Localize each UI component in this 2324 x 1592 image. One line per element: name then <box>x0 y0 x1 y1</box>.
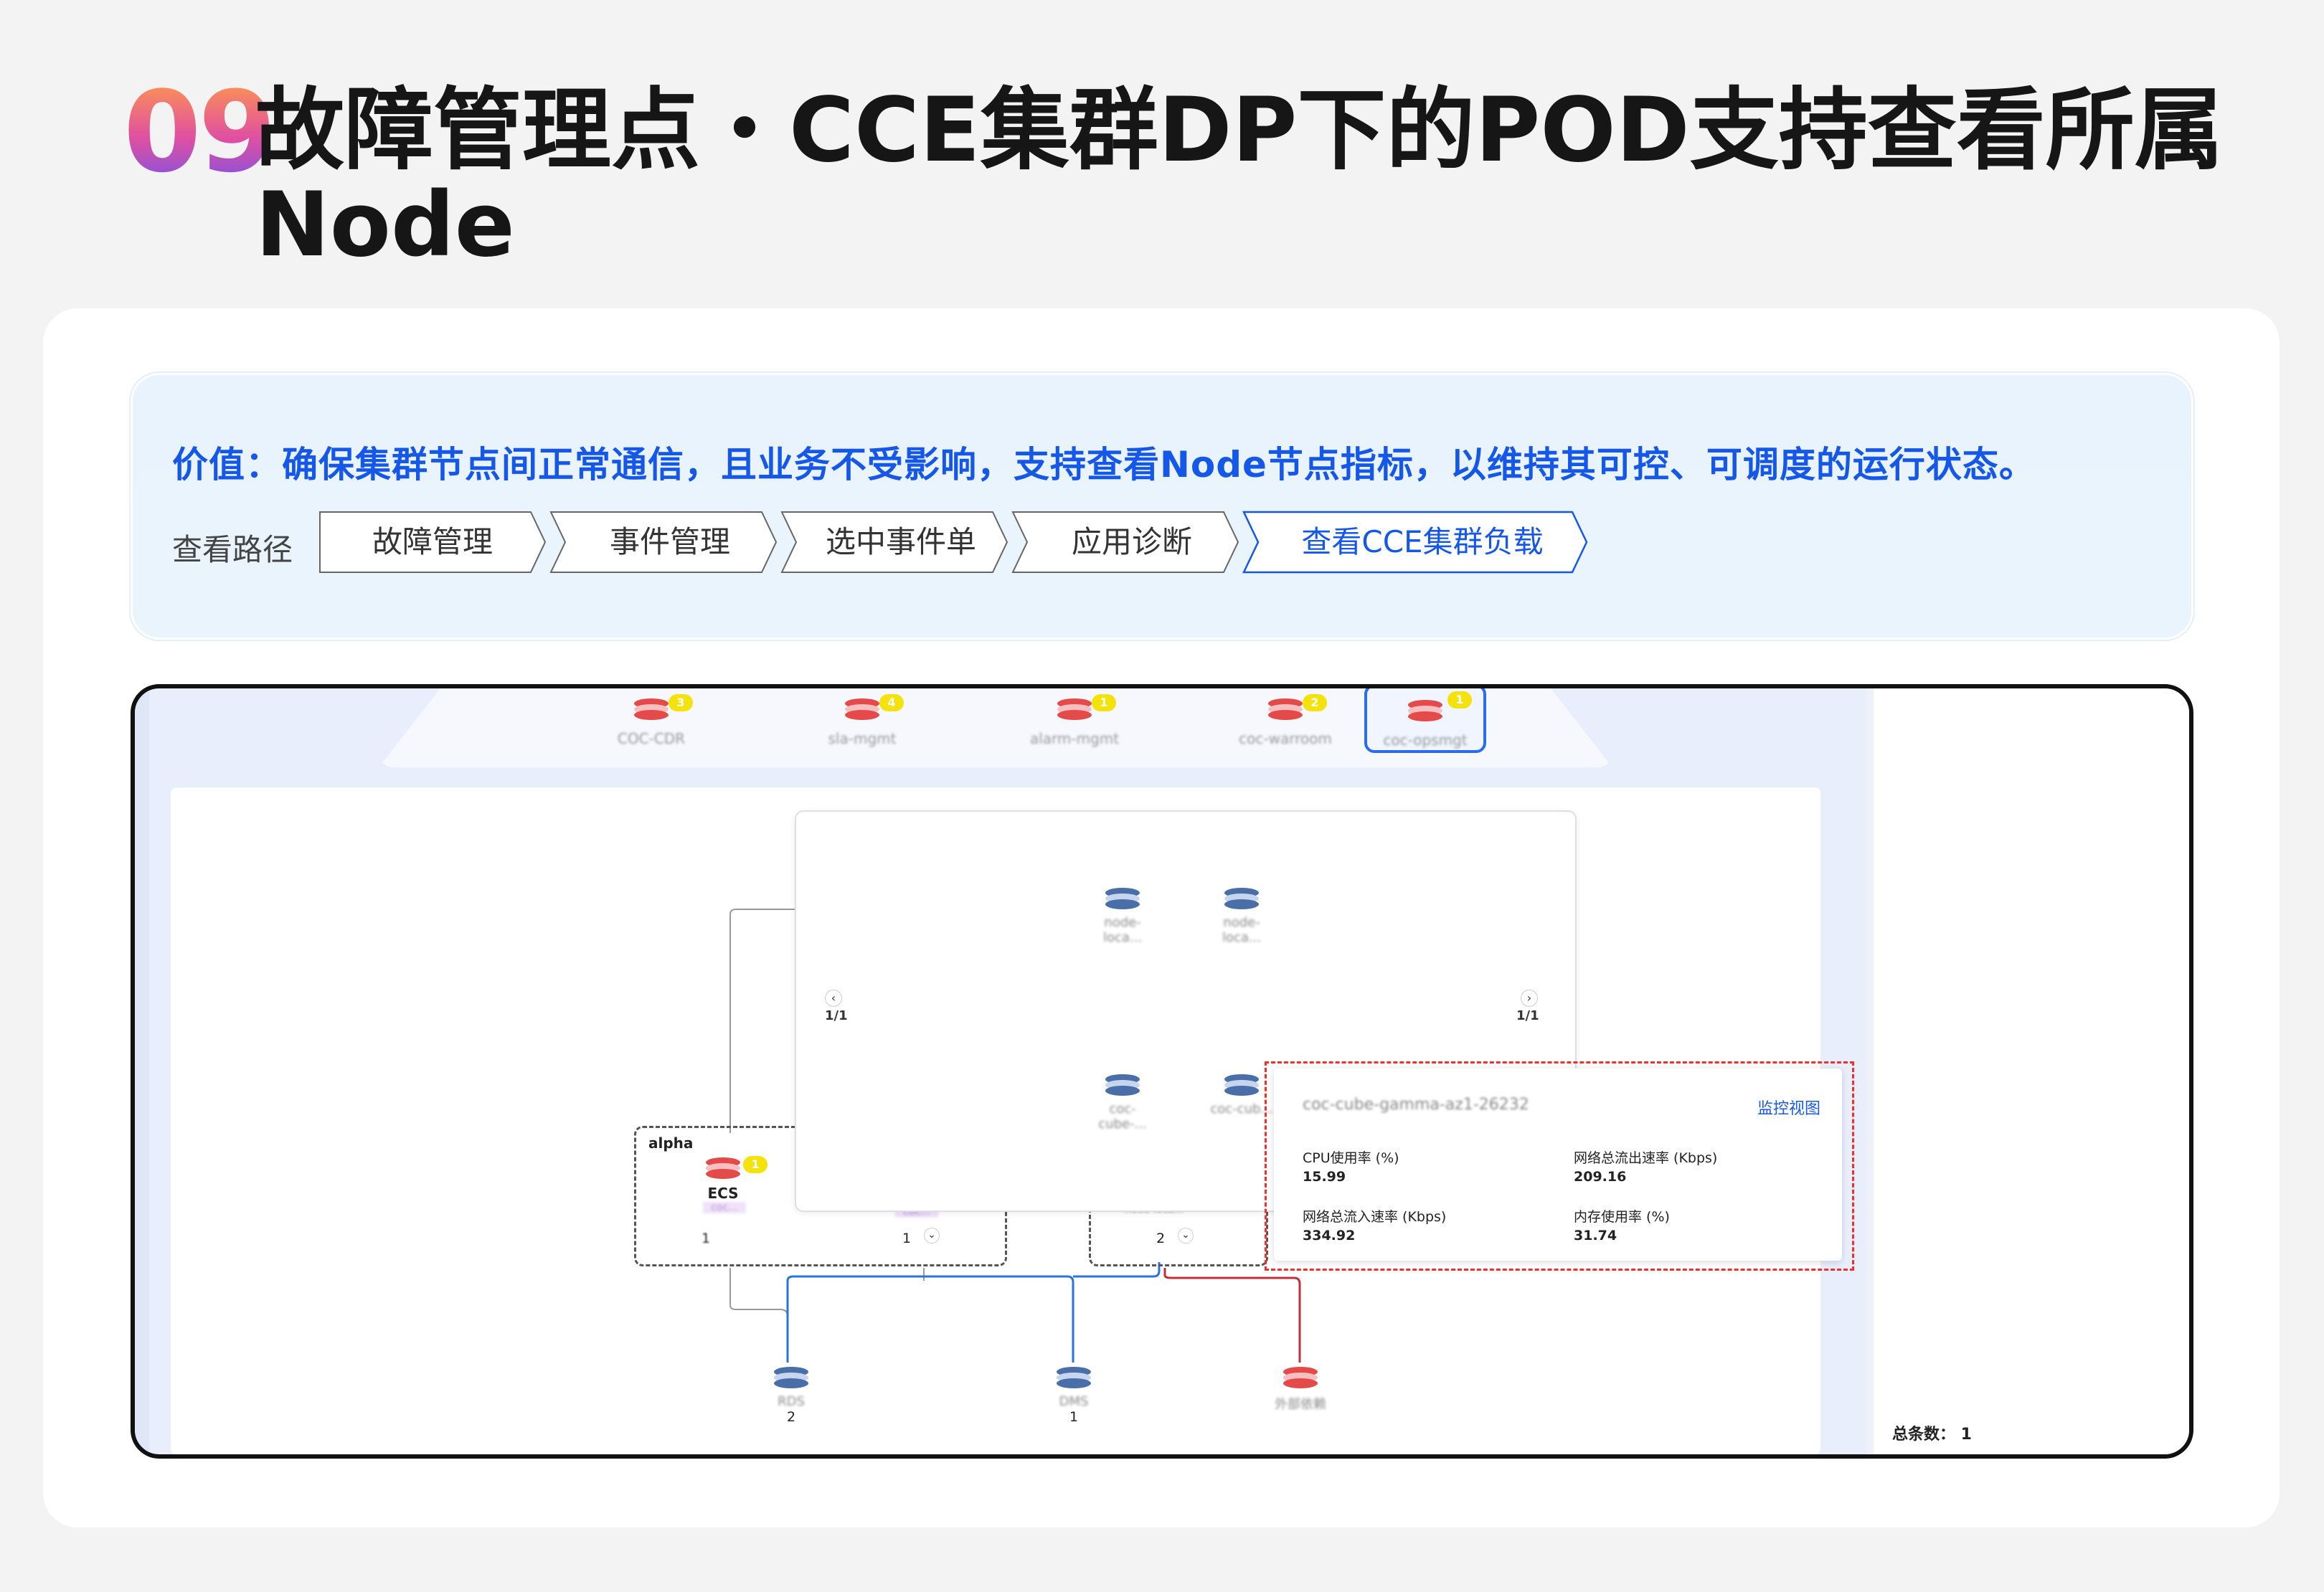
external-dependency-node[interactable]: 外部依赖 <box>1268 1363 1333 1413</box>
detail-pane <box>1866 688 2189 1454</box>
breadcrumb-label: 选中事件单 <box>825 524 976 559</box>
metric-label: 网络总流入速率 (Kbps) <box>1303 1209 1447 1225</box>
server-icon <box>1222 883 1262 912</box>
breadcrumb-shape <box>1011 511 1239 573</box>
database-icon <box>1054 1363 1094 1391</box>
breadcrumb-label: 故障管理 <box>372 524 493 559</box>
node-item[interactable]: node-loca... <box>1090 883 1155 945</box>
chevron-right-icon[interactable]: › <box>1521 990 1538 1007</box>
alert-badge: 1 <box>743 1156 767 1173</box>
count-label: 2 <box>786 1409 796 1425</box>
node-label: node-loca... <box>1102 915 1143 945</box>
metric-label: CPU使用率 (%) <box>1303 1150 1399 1166</box>
highlight-box <box>1265 1061 1854 1271</box>
server-icon <box>1102 1070 1143 1099</box>
service-node[interactable]: 2 coc-warroom <box>1228 694 1343 747</box>
title-line-2: Node <box>255 174 515 277</box>
breadcrumb-item-select-ticket[interactable]: 选中事件单 <box>780 511 1009 574</box>
alert-badge: 1 <box>1092 694 1116 711</box>
path-label: 查看路径 <box>172 532 293 567</box>
service-node-selected[interactable]: 1 coc-opsmgt <box>1364 688 1486 753</box>
breadcrumb-shape <box>780 511 1009 573</box>
breadcrumb-item-app-diagnosis[interactable]: 应用诊断 <box>1011 511 1239 574</box>
count-label: 1 <box>902 1231 912 1246</box>
node-label: node-loca... <box>1222 915 1262 945</box>
service-label: 外部依赖 <box>1275 1397 1326 1412</box>
server-icon <box>1222 1070 1262 1099</box>
alert-badge: 4 <box>879 694 904 711</box>
dms-node[interactable]: DMS 1 <box>1041 1363 1106 1425</box>
left-strip <box>135 688 149 1454</box>
service-label: DMS <box>1059 1394 1089 1409</box>
title-line-1: 故障管理点・CCE集群DP下的POD支持查看所属 <box>255 79 2224 182</box>
breadcrumb-label: 查看CCE集群负载 <box>1301 524 1544 559</box>
breadcrumb-shape <box>319 511 547 573</box>
ecs-label: ECS <box>707 1185 739 1202</box>
alert-badge: 2 <box>1303 694 1327 711</box>
node-item[interactable]: node-loca... <box>1209 883 1274 945</box>
pod-label: coc-cub... <box>1210 1101 1273 1117</box>
pager-left: 1/1 <box>825 1008 848 1023</box>
alert-badge: 1 <box>1447 691 1472 709</box>
breadcrumb-item-event-management[interactable]: 事件管理 <box>549 511 778 574</box>
count-label: 1 <box>1069 1409 1079 1425</box>
metric-label: 网络总流出速率 (Kbps) <box>1574 1150 1718 1166</box>
monitor-view-link[interactable]: 监控视图 <box>1757 1100 1820 1118</box>
server-icon <box>703 1153 743 1182</box>
service-node[interactable]: 3 COC-CDR <box>594 694 709 747</box>
chevron-left-icon[interactable]: ‹ <box>825 990 842 1007</box>
pod-item[interactable]: coc-cub... <box>1209 1070 1274 1117</box>
service-label: coc-opsmgt <box>1383 731 1468 749</box>
breadcrumb-shape <box>1242 511 1588 574</box>
page-title: 故障管理点・CCE集群DP下的POD支持查看所属 Node <box>255 83 2264 273</box>
pod-item[interactable]: coc-cube-... <box>1090 1070 1155 1132</box>
count-label: 1 <box>702 1231 711 1246</box>
rds-node[interactable]: RDS 2 <box>759 1363 823 1425</box>
service-node[interactable]: 4 sla-mgmt <box>805 694 920 747</box>
section-number: 09 <box>123 67 276 197</box>
service-node[interactable]: 1 alarm-mgmt <box>1017 694 1132 747</box>
group-label: alpha <box>648 1134 694 1152</box>
value-panel <box>131 373 2193 640</box>
count-label: 2 <box>1156 1231 1166 1246</box>
metric-value: 334.92 <box>1303 1228 1356 1243</box>
server-icon <box>842 694 882 723</box>
breadcrumb-item-fault-management[interactable]: 故障管理 <box>318 511 547 574</box>
server-icon <box>1405 696 1445 724</box>
server-icon <box>1054 694 1095 723</box>
chevron-down-icon[interactable]: ⌄ <box>924 1228 940 1243</box>
metric-label: 内存使用率 (%) <box>1574 1209 1670 1225</box>
service-label: alarm-mgmt <box>1029 730 1120 747</box>
breadcrumb: 故障管理 事件管理 选中事件单 应用诊断 查看CCE集群负载 <box>318 511 1610 574</box>
service-label: COC-CDR <box>617 730 686 747</box>
service-label: sla-mgmt <box>828 730 897 747</box>
server-icon <box>1102 883 1143 912</box>
breadcrumb-label: 应用诊断 <box>1071 524 1192 559</box>
metric-value: 31.74 <box>1574 1228 1617 1243</box>
server-icon <box>1265 694 1305 723</box>
breadcrumb-label: 事件管理 <box>609 524 730 559</box>
value-text: 价值：确保集群节点间正常通信，且业务不受影响，支持查看Node节点指标，以维持其… <box>172 444 2036 485</box>
breadcrumb-item-cce-workload[interactable]: 查看CCE集群负载 <box>1242 511 1590 574</box>
breadcrumb-shape <box>549 511 778 573</box>
pager-right: 1/1 <box>1516 1008 1539 1023</box>
topology-screenshot: 3 COC-CDR 4 sla-mgmt 1 alarm-mgmt 2 coc-… <box>131 684 2193 1459</box>
total-count: 总条数： 1 <box>1892 1426 1972 1444</box>
server-icon <box>631 694 671 723</box>
metric-value: 15.99 <box>1303 1169 1346 1185</box>
service-label: RDS <box>778 1394 805 1409</box>
chevron-down-icon[interactable]: ⌄ <box>1178 1228 1194 1243</box>
metric-value: 209.16 <box>1574 1169 1627 1185</box>
ecs-node[interactable]: 1 ECS coc... <box>703 1153 767 1213</box>
service-label: coc-warroom <box>1239 730 1332 747</box>
ecs-sublabel: coc... <box>703 1202 746 1213</box>
database-icon <box>771 1363 811 1391</box>
node-metrics-tooltip: coc-cube-gamma-az1-26232 监控视图 CPU使用率 (%)… <box>1274 1069 1842 1261</box>
alert-badge: 3 <box>669 694 693 711</box>
pod-label: coc-cube-... <box>1098 1101 1147 1132</box>
server-icon <box>1280 1363 1321 1391</box>
tooltip-title: coc-cube-gamma-az1-26232 <box>1303 1096 1529 1114</box>
